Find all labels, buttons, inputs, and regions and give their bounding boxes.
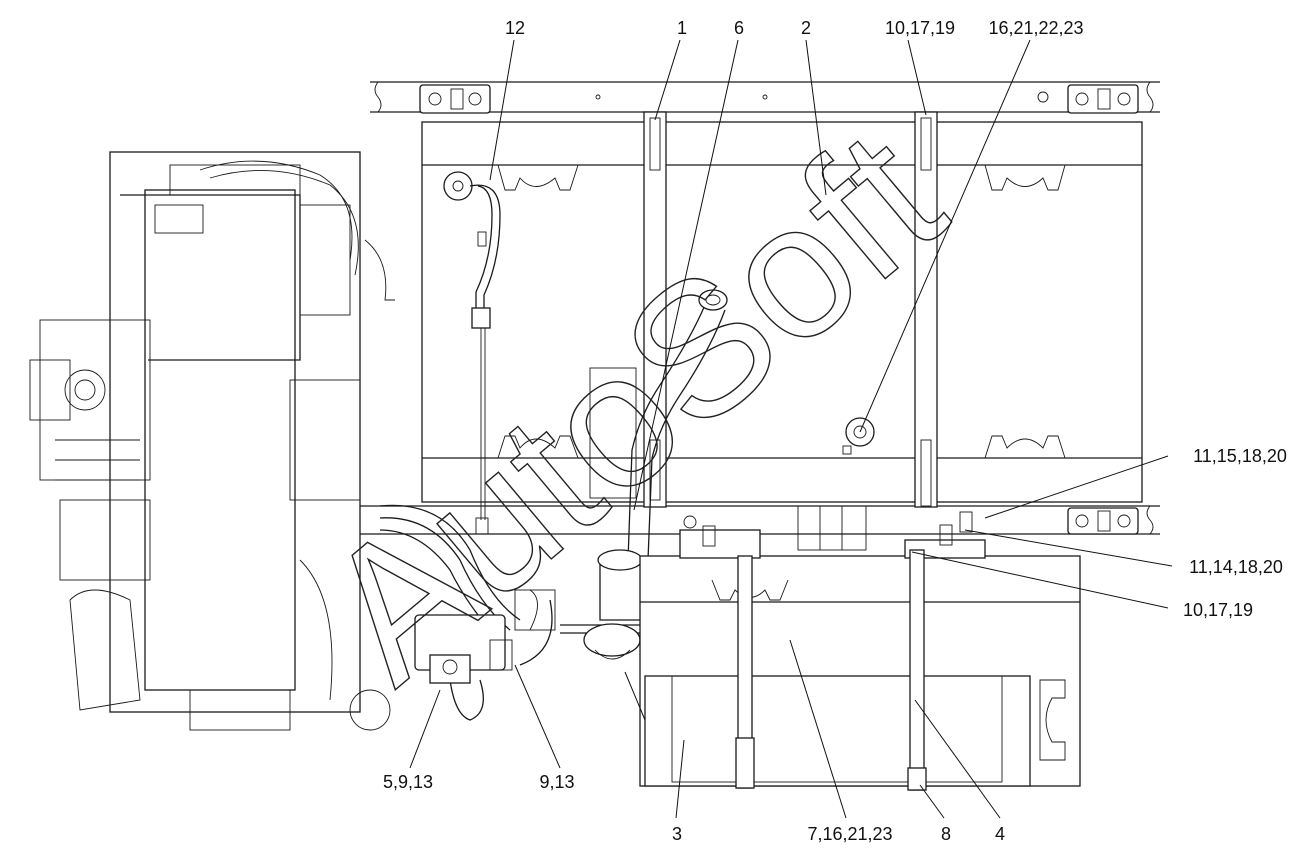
strap-aux-right (907, 549, 927, 791)
frame-bracket-top-right (1067, 84, 1139, 114)
frame-bracket-bottom-right (1067, 507, 1139, 535)
callout-11-14-18-20: 11,14,18,20 (1189, 557, 1283, 577)
fuel-filter (414, 589, 556, 684)
callout-11-15-18-20: 11,15,18,20 (1193, 446, 1287, 466)
intake-pipe-6 (589, 289, 728, 621)
main-tank (421, 121, 1143, 503)
auxiliary-tank (639, 511, 1081, 787)
frame-bracket-top-left (419, 84, 491, 114)
callout-8: 8 (941, 824, 951, 844)
callout-10-17-19-right: 10,17,19 (1183, 600, 1253, 620)
fuel-line-12 (469, 184, 501, 535)
callout-9-13: 9,13 (539, 772, 574, 792)
callout-6: 6 (734, 18, 744, 38)
callout-16-21-22-23: 16,21,22,23 (988, 18, 1083, 38)
callout-4: 4 (995, 824, 1005, 844)
hose-bundle (379, 504, 553, 721)
callout-3: 3 (672, 824, 682, 844)
leader-lines (409, 39, 1173, 819)
callout-2: 2 (801, 18, 811, 38)
engine-block (29, 151, 395, 731)
strap-aux-left (735, 555, 755, 789)
callout-10-17-19-top: 10,17,19 (885, 18, 955, 38)
callout-7-16-21-23: 7,16,21,23 (807, 824, 892, 844)
strap-left (643, 111, 667, 508)
strap-right (914, 111, 938, 508)
callout-5-9-13: 5,9,13 (383, 772, 433, 792)
callout-12: 12 (505, 18, 525, 38)
callout-1: 1 (677, 18, 687, 38)
